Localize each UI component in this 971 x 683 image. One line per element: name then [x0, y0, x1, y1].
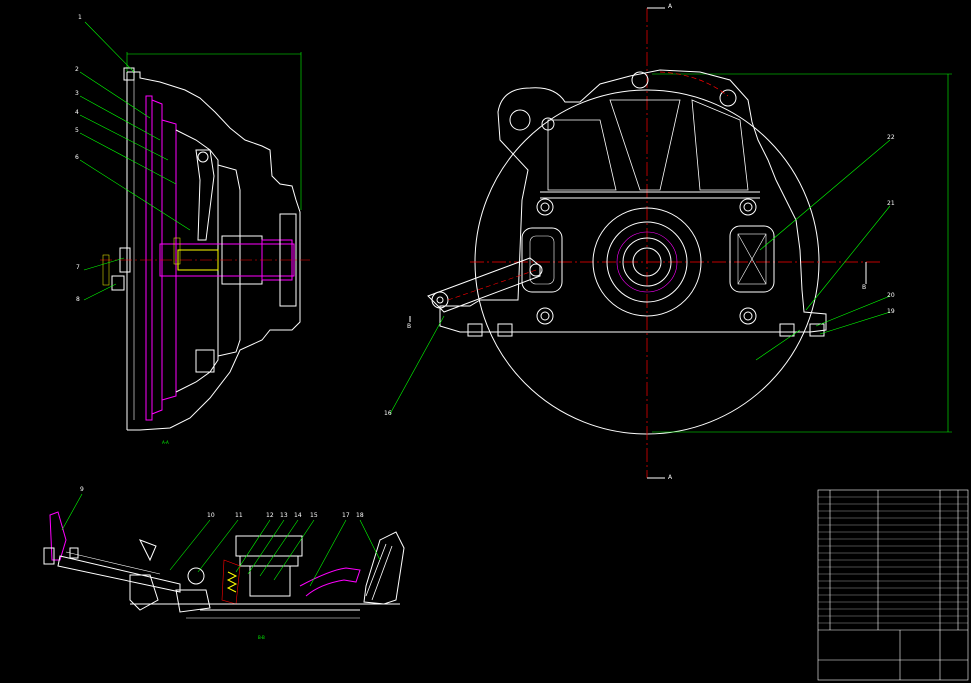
part-number-9: 9 [80, 486, 84, 493]
part-number-4: 4 [75, 109, 79, 116]
section-marker-top: A [668, 3, 673, 10]
part-number-13: 13 [280, 512, 288, 519]
part-number-21: 21 [887, 200, 895, 207]
part-number-19: 19 [887, 308, 895, 315]
part-number-1: 1 [78, 14, 82, 21]
part-number-8: 8 [76, 296, 80, 303]
part-number-18: 18 [356, 512, 364, 519]
part-number-11: 11 [235, 512, 243, 519]
front-view [389, 7, 952, 479]
part-number-10: 10 [207, 512, 215, 519]
part-number-3: 3 [75, 90, 79, 97]
part-number-15: 15 [310, 512, 318, 519]
section-view-aa [79, 21, 310, 431]
part-number-22: 22 [887, 134, 895, 141]
section-marker-b-left: B [407, 323, 412, 330]
part-number-17: 17 [342, 512, 350, 519]
part-number-2: 2 [75, 66, 79, 73]
part-number-5: 5 [75, 127, 79, 134]
section-marker-b-right: B [862, 284, 867, 291]
view-label-bb: B-B [258, 635, 265, 640]
part-number-6: 6 [75, 154, 79, 161]
part-number-7: 7 [76, 264, 80, 271]
part-number-12: 12 [266, 512, 274, 519]
part-number-14: 14 [294, 512, 302, 519]
section-marker-bottom: A [668, 474, 673, 481]
parts-list-rows [818, 496, 968, 624]
view-label-aa: A-A [162, 440, 169, 445]
section-view-bb [43, 493, 405, 619]
part-number-16: 16 [384, 410, 392, 417]
title-block [817, 489, 969, 681]
part-number-20: 20 [887, 292, 895, 299]
